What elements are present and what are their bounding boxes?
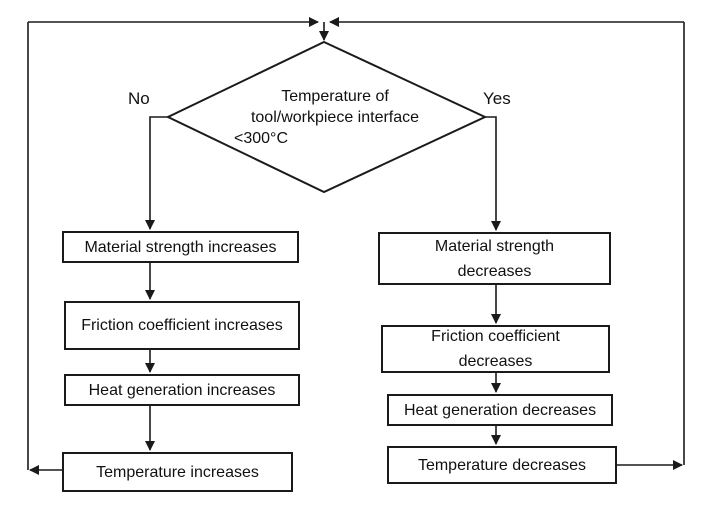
right-box-heat-generation: Heat generation decreases [387,394,613,426]
right-box-temperature: Temperature decreases [387,446,617,484]
no-label: No [128,89,150,108]
decision-line-1: Temperature of [281,88,389,105]
left-box-temperature: Temperature increases [62,452,293,492]
left-box-friction-coefficient: Friction coefficient increases [64,301,300,350]
no-branch-connector [145,116,168,230]
decision-line-2: tool/workpiece interface [250,109,420,126]
yes-label: Yes [483,89,511,108]
decision-text: Temperature of tool/workpiece interface … [220,86,450,149]
right-box-material-strength: Material strength decreases [378,232,611,285]
decision-diamond [165,40,488,194]
left-box-heat-generation: Heat generation increases [64,374,300,406]
yes-branch-connector [485,116,501,231]
decision-line-3: <300°C [234,130,288,147]
right-box-friction-coefficient: Friction coefficient decreases [381,325,610,373]
left-box-material-strength: Material strength increases [62,231,299,263]
